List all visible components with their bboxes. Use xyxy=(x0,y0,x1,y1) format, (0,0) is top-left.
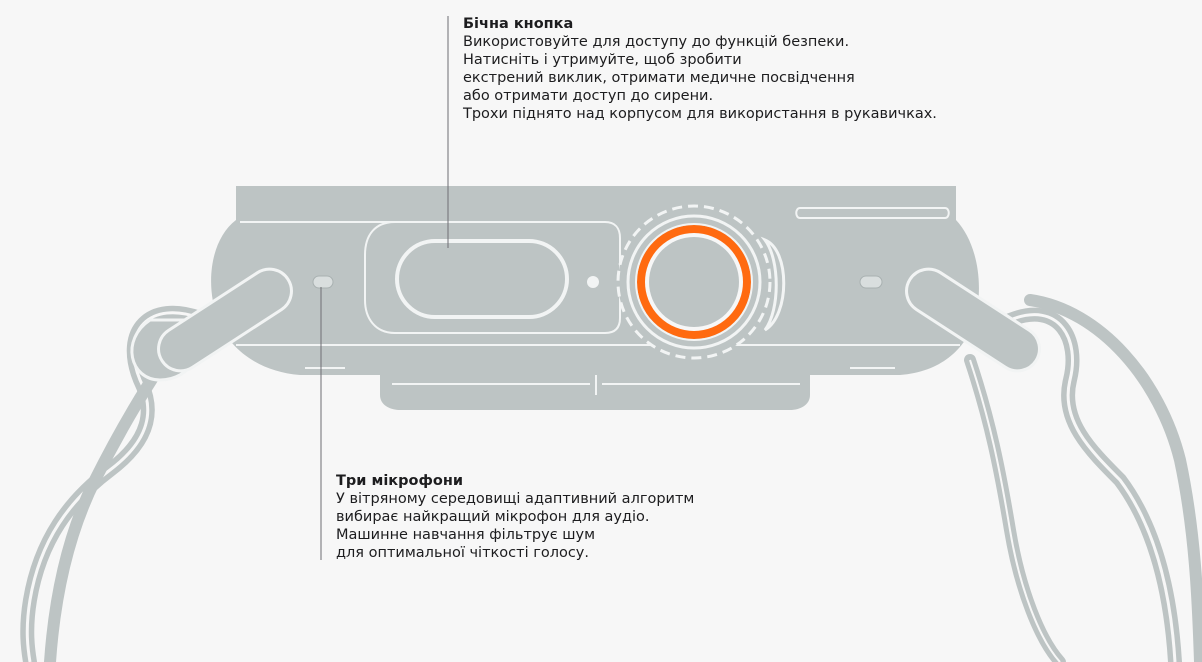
left-lug xyxy=(157,267,293,373)
watch-case xyxy=(211,186,979,410)
right-lug xyxy=(905,267,1041,373)
side-button-text-line: Натисніть і утримуйте, щоб зробити xyxy=(463,52,742,68)
side-button-text-line: Трохи піднято над корпусом для використа… xyxy=(463,106,937,122)
side-button-text-line: або отримати доступ до сирени. xyxy=(463,88,714,104)
microphones-text-line: Машинне навчання фільтрує шум xyxy=(336,527,596,543)
microphones-text-line: У вітряному середовищі адаптивний алгори… xyxy=(336,491,695,507)
side-button-title: Бічна кнопка xyxy=(463,16,574,32)
sensor-dot xyxy=(587,276,599,288)
microphones-text-line: для оптимальної чіткості голосу. xyxy=(336,545,589,561)
microphones-callout: Три мікрофони У вітряному середовищі ада… xyxy=(336,472,694,562)
microphone-grille-right xyxy=(859,275,883,289)
side-button-callout: Бічна кнопка Використовуйте для доступу … xyxy=(463,15,937,123)
side-button xyxy=(395,239,569,319)
side-button-text-line: Використовуйте для доступу до функцій бе… xyxy=(463,34,850,50)
digital-crown xyxy=(616,204,786,360)
right-strap xyxy=(964,294,1202,662)
side-button-text-line: екстрений виклик, отримати медичне посві… xyxy=(463,70,855,86)
microphone-grille-left xyxy=(312,275,334,289)
microphones-text-line: вибирає найкращий мікрофон для аудіо. xyxy=(336,509,650,525)
microphones-title: Три мікрофони xyxy=(336,473,464,489)
